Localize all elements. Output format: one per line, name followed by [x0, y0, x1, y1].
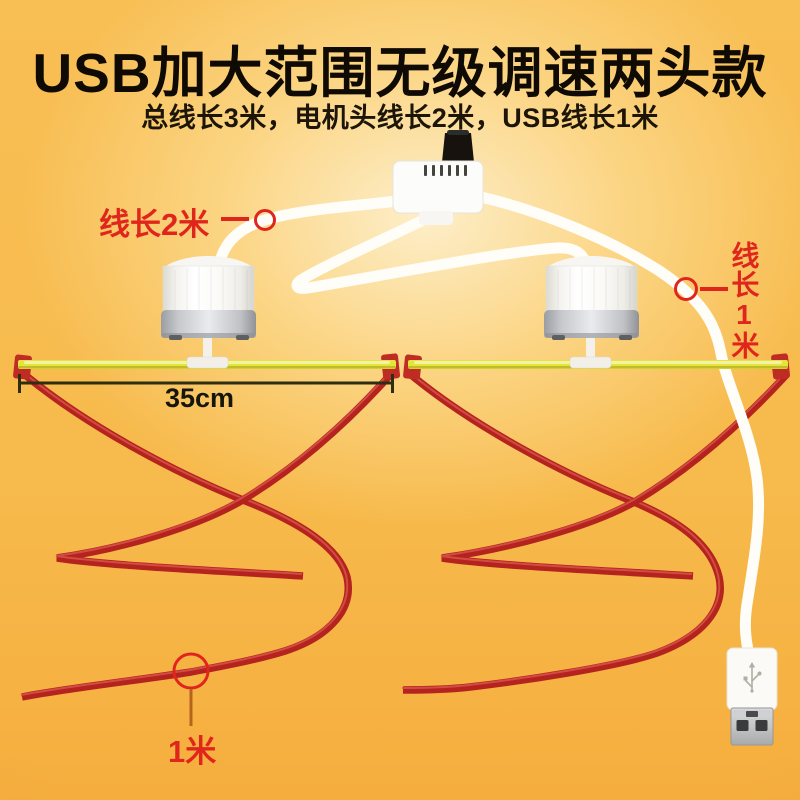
- usb-trident-icon: [743, 662, 762, 693]
- bar-length-label: 35cm: [165, 383, 235, 413]
- pointer-circle-right: [674, 277, 698, 301]
- cable-left-length-label: 线长2米: [99, 207, 210, 242]
- controller-tab: [419, 211, 453, 225]
- usb-plug: [726, 647, 778, 746]
- cable-right-length-label: 线长1米: [728, 241, 760, 360]
- usb-contact-hole: [736, 720, 749, 731]
- motor-head-left: [161, 256, 256, 369]
- usb-metal-shell: [730, 707, 774, 746]
- rotary-knob-cap: [447, 130, 469, 135]
- measurement-line: [18, 374, 394, 393]
- blade-bar-left: [13, 353, 401, 380]
- cable-to-right-motor: [291, 207, 591, 294]
- motor-foot: [169, 335, 182, 340]
- controller-body: [392, 160, 484, 214]
- annotation-marks: [172, 209, 728, 726]
- page-subtitle: 总线长3米，电机头线长2米，USB线长1米: [141, 103, 659, 133]
- pointer-circle-left: [254, 209, 276, 231]
- bar-clamp: [186, 356, 229, 369]
- cable-to-left-motor: [215, 195, 403, 264]
- ribbon-circle-bottom: [172, 652, 210, 690]
- motor-body: [162, 265, 255, 315]
- vent-slots: [424, 165, 467, 176]
- motor-head-right: [544, 256, 639, 369]
- motor-ridges: [174, 267, 248, 313]
- usb-contact-hole: [755, 720, 768, 731]
- ribbon-right: [401, 371, 790, 694]
- page-title: USB加大范围无级调速两头款: [32, 42, 768, 104]
- motor-foot: [236, 335, 249, 340]
- speed-controller: [392, 130, 484, 225]
- ribbon-left: [20, 371, 394, 701]
- motor-stem: [203, 336, 212, 364]
- usb-top-slot: [746, 711, 758, 717]
- rotary-knob-icon: [442, 133, 474, 162]
- motor-band: [161, 310, 256, 338]
- ribbon-length-label: 1米: [168, 734, 217, 769]
